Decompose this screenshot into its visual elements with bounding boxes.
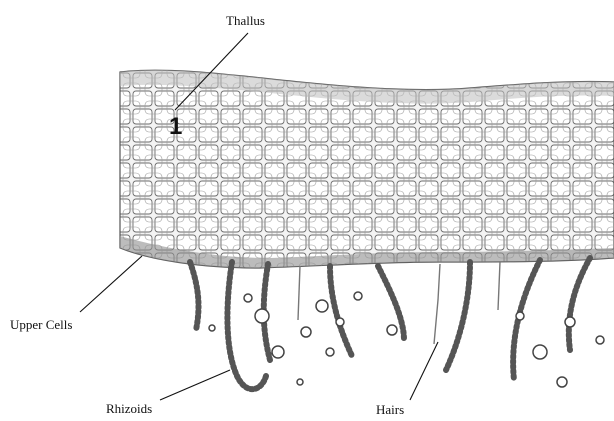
rhizoid-filaments (190, 258, 590, 389)
thallus-label: Thallus (226, 13, 265, 28)
upper-cells-leader-line (80, 256, 142, 312)
hairs-leader-line (410, 342, 438, 400)
rhizoids-label: Rhizoids (106, 401, 152, 416)
rhizoids-leader-line (160, 370, 230, 400)
thallus-body (120, 70, 614, 268)
hairs-label: Hairs (376, 402, 404, 417)
upper-cells-label: Upper Cells (10, 317, 72, 332)
section-marker-number: 1 (169, 113, 182, 140)
